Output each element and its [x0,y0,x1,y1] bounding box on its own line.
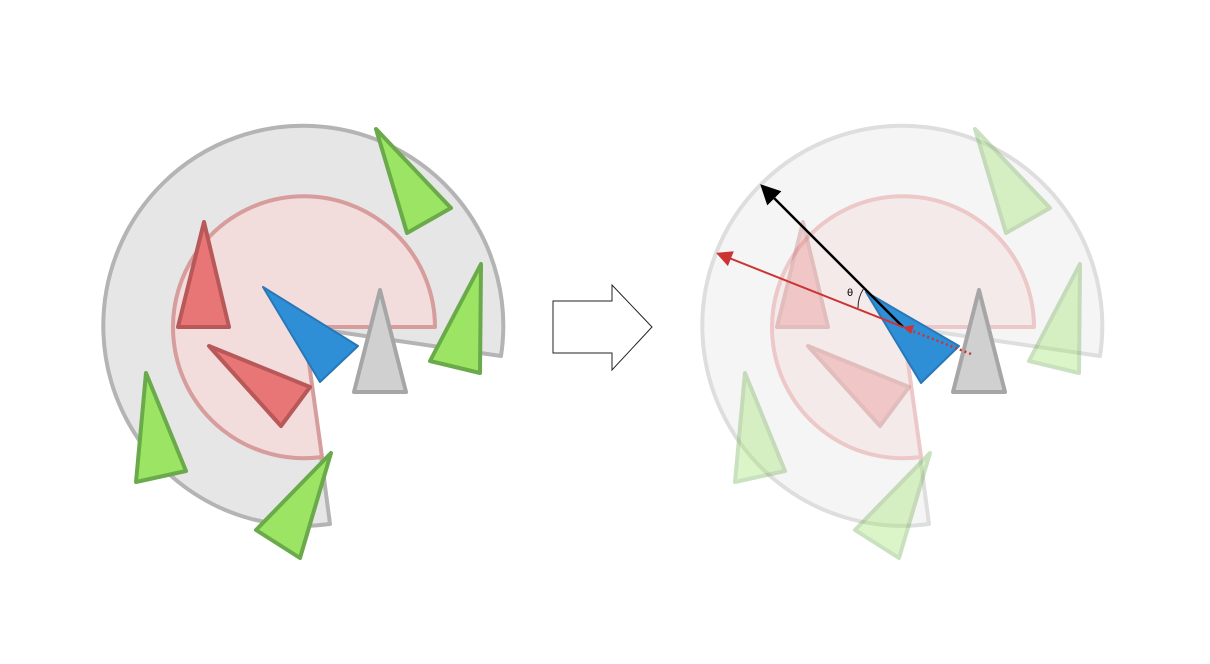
neighbor-far-triangle [374,127,453,235]
neighbor-far-triangle [1027,262,1082,375]
angle-label: θ [847,288,853,299]
neighbor-far-triangle [973,127,1052,235]
heading-arrow [760,184,904,328]
right-panel: θ [700,123,1105,560]
transition-right-arrow-icon [552,283,653,372]
red-arrowhead-icon [903,325,914,334]
neighbor-far-triangle [853,451,932,560]
angle-arc [857,287,865,309]
neighbor-near-triangle [775,220,830,329]
neighbor-far-triangle [254,451,333,560]
agent-triangle [262,286,359,383]
desired-direction-arrow [716,251,904,328]
obstacle-triangle [352,288,408,394]
neighbor-near-triangle [207,344,312,428]
neighbor-far-triangle [733,371,787,484]
neighbor-far-triangle [134,371,188,484]
neighbor-far-triangle [428,262,483,375]
neighbor-near-triangle [176,220,231,329]
direction-dotted-tail [909,328,972,356]
neighbor-near-triangle [806,344,911,428]
left-panel [101,123,506,560]
obstacle-triangle [951,288,1007,394]
